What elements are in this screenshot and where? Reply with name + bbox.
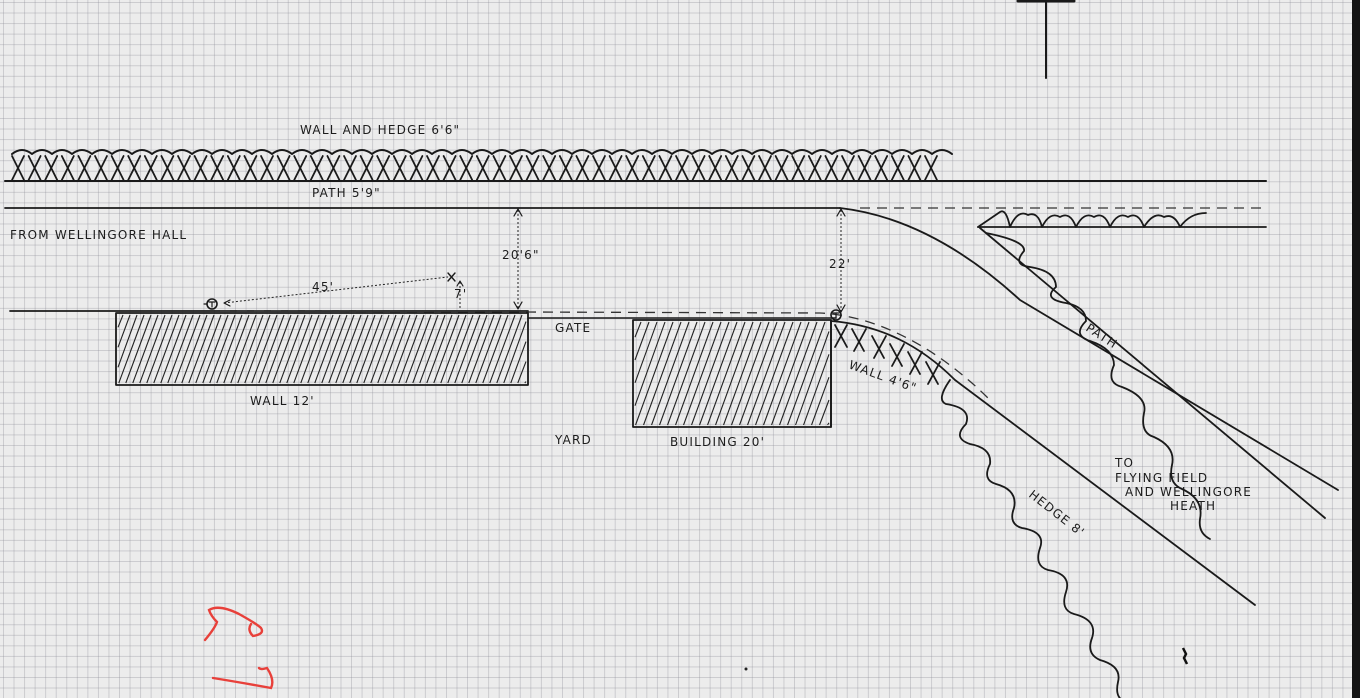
observer-marker-corner xyxy=(830,309,842,321)
hedge-right-top xyxy=(977,210,1326,540)
label-wall-12: WALL 12' xyxy=(250,394,315,408)
label-to-line3: AND WELLINGORE xyxy=(1125,485,1252,499)
dimension-45 xyxy=(223,272,456,307)
label-from-wellingore-hall: FROM WELLINGORE HALL xyxy=(10,228,187,242)
page-number-27: 27 xyxy=(203,606,274,690)
ink-mark xyxy=(1181,647,1189,665)
dimension-20-6 xyxy=(513,208,523,310)
label-path-top: PATH 5'9" xyxy=(312,186,381,200)
observer-marker-left xyxy=(203,298,218,310)
curved-wall-4-6 xyxy=(830,319,1256,698)
label-wall-4-6: WALL 4'6" xyxy=(847,358,919,396)
label-dim-20-6: 20'6" xyxy=(502,248,540,262)
path-curve-outer xyxy=(839,207,1339,491)
dimension-7 xyxy=(456,280,464,309)
label-to-line4: HEATH xyxy=(1170,499,1216,513)
label-wall-and-hedge: WALL AND HEDGE 6'6" xyxy=(300,123,460,137)
label-building-20: BUILDING 20' xyxy=(670,435,765,449)
dashed-sight-line xyxy=(219,310,991,401)
label-to-line1: TO xyxy=(1114,456,1134,470)
wall-and-hedge-top xyxy=(4,149,1267,182)
label-to-line2: FLYING FIELD xyxy=(1115,471,1208,485)
label-dim-22: 22' xyxy=(829,257,851,271)
building-block xyxy=(632,319,832,428)
label-gate: GATE xyxy=(555,321,591,335)
label-yard: YARD xyxy=(554,433,592,447)
ink-speck xyxy=(744,667,748,671)
scan-edge xyxy=(1352,0,1360,698)
wall-12-block xyxy=(115,312,529,386)
north-marker xyxy=(1016,0,1076,79)
label-dim-45: 45' xyxy=(312,280,334,294)
dimension-22 xyxy=(836,208,846,313)
label-dim-7: 7' xyxy=(454,287,467,301)
